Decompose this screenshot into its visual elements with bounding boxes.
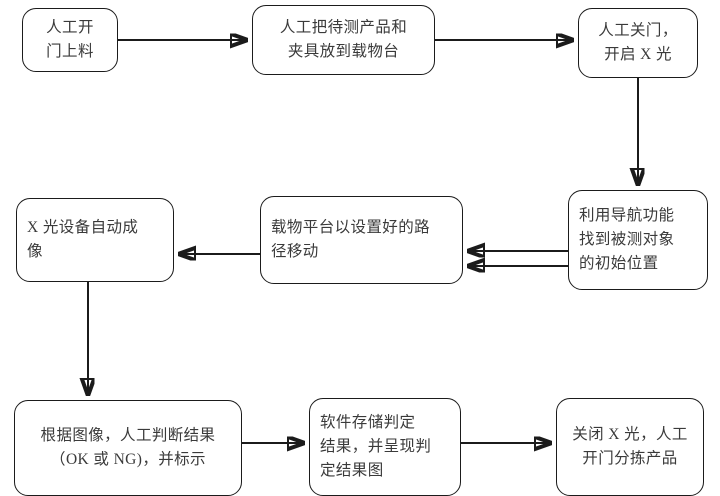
node-navigate-find-initial-position[interactable]: 利用导航功能 找到被测对象 的初始位置 — [568, 190, 708, 290]
node-place-product-fixture[interactable]: 人工把待测产品和 夹具放到载物台 — [252, 5, 435, 75]
node-label: 人工开 门上料 — [46, 18, 94, 60]
node-label: 关闭 X 光，人工 开门分拣产品 — [572, 425, 688, 467]
node-stage-moves-preset-path[interactable]: 载物平台以设置好的路 径移动 — [260, 196, 463, 284]
node-manual-judge-ok-ng[interactable]: 根据图像，人工判断结果 （OK 或 NG)，并标示 — [14, 400, 242, 496]
node-label: X 光设备自动成 像 — [27, 218, 139, 260]
node-xray-auto-imaging[interactable]: X 光设备自动成 像 — [16, 198, 174, 282]
node-close-door-turn-on-xray[interactable]: 人工关门， 开启 X 光 — [578, 8, 698, 78]
node-turn-off-xray-sort-product[interactable]: 关闭 X 光，人工 开门分拣产品 — [556, 398, 704, 496]
node-label: 软件存储判定 结果，并呈现判 定结果图 — [320, 413, 432, 479]
node-software-store-result[interactable]: 软件存储判定 结果，并呈现判 定结果图 — [309, 398, 461, 496]
node-label: 根据图像，人工判断结果 （OK 或 NG)，并标示 — [40, 426, 216, 468]
node-label: 利用导航功能 找到被测对象 的初始位置 — [579, 206, 675, 272]
node-label: 人工关门， 开启 X 光 — [598, 21, 678, 63]
node-label: 人工把待测产品和 夹具放到载物台 — [279, 18, 408, 60]
node-manual-open-door-load[interactable]: 人工开 门上料 — [22, 8, 118, 72]
node-label: 载物平台以设置好的路 径移动 — [271, 218, 431, 260]
